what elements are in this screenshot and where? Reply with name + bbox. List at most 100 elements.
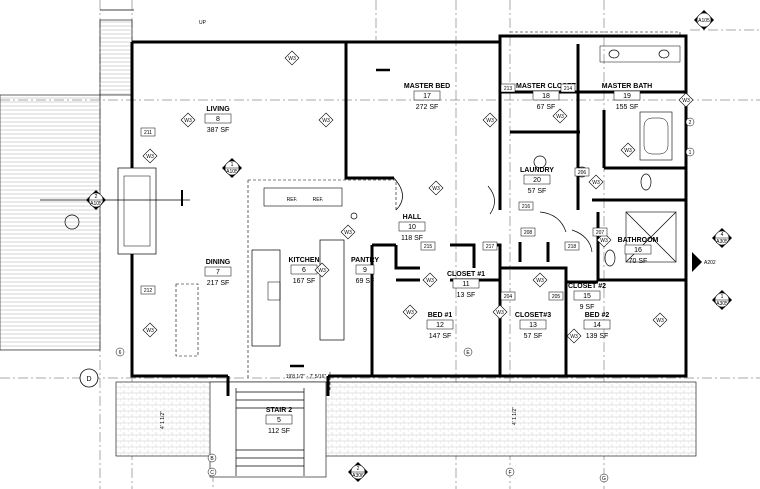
window-tag-w3: W3 — [532, 272, 548, 288]
svg-text:MASTER BATH: MASTER BATH — [602, 83, 652, 90]
svg-text:BED #1: BED #1 — [428, 312, 453, 319]
grid-mark: B — [207, 453, 217, 463]
svg-text:MASTER BED: MASTER BED — [404, 83, 450, 90]
grid-mark: 1 — [685, 147, 695, 157]
room-master-bath: MASTER BATH 19 155 SF — [602, 83, 652, 111]
deck-dim-right: 4' 1 1/2" — [512, 407, 518, 425]
door-tag: 217 — [482, 241, 498, 251]
svg-text:57 SF: 57 SF — [528, 188, 547, 195]
svg-text:D: D — [86, 376, 91, 383]
window-tag-w3: W3 — [552, 108, 568, 124]
svg-text:18: 18 — [542, 93, 550, 100]
kitchen-counters — [251, 68, 390, 368]
svg-text:2: 2 — [95, 194, 98, 200]
svg-text:G: G — [602, 476, 606, 482]
room-closet3: CLOSET#3 13 57 SF — [515, 312, 551, 340]
svg-text:1: 1 — [721, 294, 724, 300]
svg-text:13 SF: 13 SF — [457, 292, 476, 299]
svg-text:6: 6 — [302, 267, 306, 274]
grid-mark: G — [599, 473, 609, 483]
svg-text:HALL: HALL — [403, 214, 422, 221]
svg-text:215: 215 — [424, 244, 433, 250]
svg-text:206: 206 — [578, 170, 587, 176]
section-marker-1-A305: 1 A305 — [712, 290, 732, 310]
room-bed1: BED #1 12 147 SF — [426, 312, 454, 340]
svg-text:12: 12 — [436, 322, 444, 329]
svg-text:15: 15 — [583, 293, 591, 300]
window-tag-w3: W3 — [492, 304, 508, 320]
deck-left — [0, 94, 101, 351]
window-tag-w3: W3 — [402, 304, 418, 320]
svg-text:A105: A105 — [698, 18, 710, 24]
room-laundry: LAUNDRY 20 57 SF — [520, 167, 554, 195]
svg-text:W3: W3 — [146, 328, 154, 334]
svg-text:118 SF: 118 SF — [401, 235, 423, 242]
svg-text:167 SF: 167 SF — [293, 278, 316, 285]
door-tag: 204 — [500, 291, 516, 301]
svg-text:A306: A306 — [352, 473, 364, 479]
svg-text:216: 216 — [522, 204, 531, 210]
svg-text:212: 212 — [144, 288, 153, 294]
room-kitchen: KITCHEN 6 167 SF — [288, 257, 319, 285]
fireplace — [117, 167, 157, 255]
svg-text:STAIR 2: STAIR 2 — [266, 407, 292, 414]
exterior-walls — [130, 34, 688, 396]
svg-text:W3: W3 — [592, 180, 600, 186]
svg-text:E: E — [466, 350, 470, 356]
window-tag-w3: W3 — [142, 322, 158, 338]
svg-text:70 SF: 70 SF — [629, 258, 648, 265]
elevation-tag: A202 — [692, 252, 716, 272]
svg-text:MASTER CLOSET: MASTER CLOSET — [516, 83, 577, 90]
svg-text:W3: W3 — [624, 148, 632, 154]
svg-text:W3: W3 — [318, 268, 326, 274]
door-tag: 212 — [140, 285, 156, 295]
grid-mark: 2 — [685, 117, 695, 127]
svg-text:9 SF: 9 SF — [580, 304, 595, 311]
svg-text:W3: W3 — [288, 56, 296, 62]
window-tag-w3: W3 — [284, 50, 300, 66]
room-hall: HALL 10 118 SF — [398, 214, 426, 242]
svg-text:139 SF: 139 SF — [586, 333, 609, 340]
svg-text:CLOSET #1: CLOSET #1 — [447, 271, 485, 278]
svg-text:BATHROOM: BATHROOM — [618, 237, 659, 244]
svg-text:208: 208 — [524, 230, 533, 236]
section-marker-4-A305: 4 A305 — [712, 228, 732, 248]
svg-text:207: 207 — [596, 230, 605, 236]
svg-text:205: 205 — [552, 294, 561, 300]
svg-text:8: 8 — [216, 116, 220, 123]
window-tag-w3: W3 — [596, 232, 612, 248]
svg-text:211: 211 — [144, 130, 152, 136]
svg-text:W3: W3 — [600, 238, 608, 244]
svg-text:W3: W3 — [682, 98, 690, 104]
room-labels: LIVING 8 387 SF MASTER BED 17 272 SF MAS… — [204, 83, 659, 435]
svg-text:KITCHEN: KITCHEN — [288, 257, 319, 264]
svg-text:LIVING: LIVING — [206, 106, 230, 113]
grid-mark: E — [463, 347, 473, 357]
svg-text:387 SF: 387 SF — [207, 127, 230, 134]
svg-text:16: 16 — [634, 247, 642, 254]
ref-label-1: REF. — [287, 197, 298, 203]
svg-text:W3: W3 — [656, 318, 664, 324]
svg-text:LAUNDRY: LAUNDRY — [520, 167, 554, 174]
svg-text:PANTRY: PANTRY — [351, 257, 379, 264]
svg-text:CLOSET#3: CLOSET#3 — [515, 312, 551, 319]
room-dining: DINING 7 217 SF — [204, 259, 232, 287]
room-pantry: PANTRY 9 69 SF — [351, 257, 379, 285]
window-tag-w3: W3 — [652, 312, 668, 328]
svg-text:10: 10 — [408, 224, 416, 231]
terrace-bottom — [115, 381, 697, 457]
svg-text:4: 4 — [721, 232, 724, 238]
deck-dim-left: 4' 1 1/2" — [160, 411, 166, 429]
room-bed2: BED #2 14 139 SF — [583, 312, 611, 340]
svg-text:272 SF: 272 SF — [416, 104, 439, 111]
room-stair2: STAIR 2 5 112 SF — [265, 407, 292, 435]
svg-text:DINING: DINING — [206, 259, 231, 266]
section-marker-2-A105: 2 A105 — [86, 190, 106, 210]
window-tag-w3: W3 — [588, 174, 604, 190]
door-tag: 216 — [518, 201, 534, 211]
svg-text:19: 19 — [623, 93, 631, 100]
svg-text:W3: W3 — [322, 118, 330, 124]
